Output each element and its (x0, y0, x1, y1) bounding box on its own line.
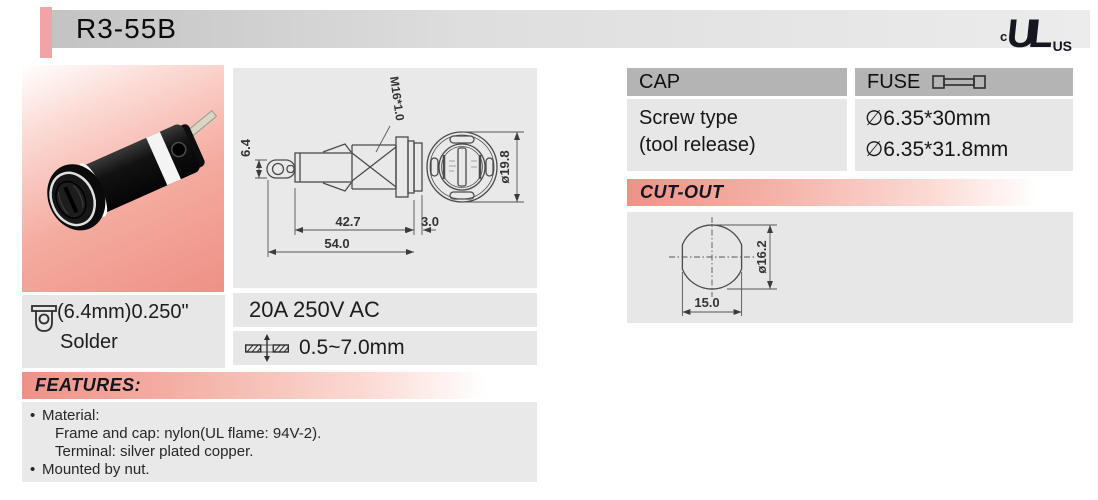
title-bar (52, 10, 1090, 48)
solder-terminal-icon (31, 305, 57, 332)
page-title: R3-55B (76, 13, 177, 44)
front-diameter-dim-label: ø19.8 (497, 150, 512, 183)
body-length-dim-label: 42.7 (335, 214, 360, 229)
features-heading: FEATURES: (35, 375, 142, 395)
terminal-spec-panel: (6.4mm)0.250" Solder (22, 295, 225, 368)
fuse-column-header: FUSE (855, 68, 1073, 96)
fuse-holder-photo (47, 110, 218, 231)
electrical-rating-panel: 20A 250V AC (233, 293, 537, 327)
feature-line: • Mounted by nut. (22, 461, 537, 479)
cutout-dimension-lines (669, 217, 777, 316)
technical-drawing: 6.4 M16*1.0 42.7 3.0 54.0 ø19.8 (238, 75, 524, 257)
front-view (426, 131, 498, 203)
product-photo-panel (22, 65, 224, 292)
feature-line: • Material: (22, 407, 537, 425)
fuse-size-1: ∅6.35*30mm (865, 107, 991, 130)
panel-thickness: 0.5~7.0mm (299, 336, 405, 359)
cutout-hole-outline (681, 224, 743, 290)
features-panel: • Material: Frame and cap: nylon(UL flame… (22, 402, 537, 482)
cutout-heading-bar: CUT-OUT (627, 179, 1073, 206)
panel-thickness-panel: 0.5~7.0mm (233, 331, 537, 365)
side-view (266, 136, 423, 198)
cutout-panel: ø16.2 15.0 (627, 212, 1073, 323)
panel-thickness-icon (245, 334, 289, 362)
fuse-size-cell: ∅6.35*30mm ∅6.35*31.8mm (855, 99, 1073, 171)
feature-line: Frame and cap: nylon(UL flame: 94V-2). (22, 425, 537, 443)
thread-size-label: M16*1.0 (387, 75, 407, 122)
bullet: • (30, 407, 36, 424)
technical-drawing-panel: 6.4 M16*1.0 42.7 3.0 54.0 ø19.8 (233, 68, 537, 288)
terminal-type: Solder (60, 331, 118, 353)
terminal-size: (6.4mm)0.250" (57, 301, 189, 323)
cutout-drawing: ø16.2 15.0 (669, 217, 777, 316)
feature-text: Frame and cap: nylon(UL flame: 94V-2). (55, 425, 322, 442)
ul-certification-mark: c UL US (1000, 6, 1094, 58)
cutout-heading: CUT-OUT (640, 182, 724, 202)
terminal-height-dim-label: 6.4 (238, 138, 253, 157)
cap-type-line2: (tool release) (639, 134, 756, 156)
cap-type-cell: Screw type (tool release) (627, 99, 847, 171)
fuse-header-label: FUSE (867, 71, 921, 93)
cap-column-header: CAP (627, 68, 847, 96)
dimension-lines (255, 125, 524, 257)
ul-mark-suffix: US (1052, 38, 1073, 54)
cutout-diameter-dim-label: ø16.2 (754, 240, 769, 273)
features-heading-bar: FEATURES: (22, 372, 527, 399)
ul-mark-prefix: c (1000, 29, 1008, 44)
product-photo-illustration (47, 110, 218, 231)
bullet: • (30, 461, 36, 478)
feature-text: Terminal: silver plated copper. (55, 443, 254, 460)
cap-protrusion-dim-label: 3.0 (421, 214, 439, 229)
total-length-dim-label: 54.0 (324, 236, 349, 251)
fuse-cartridge-icon (932, 75, 987, 89)
accent-bar (40, 7, 52, 58)
feature-text: Material: (42, 407, 100, 424)
cap-header-label: CAP (639, 71, 681, 93)
fuse-size-2: ∅6.35*31.8mm (865, 138, 1009, 161)
feature-text: Mounted by nut. (42, 461, 150, 478)
cutout-width-dim-label: 15.0 (694, 295, 719, 310)
ul-mark-monogram: UL (1004, 12, 1049, 56)
electrical-rating: 20A 250V AC (249, 297, 380, 322)
cap-type-line1: Screw type (639, 107, 738, 129)
feature-line: Terminal: silver plated copper. (22, 443, 537, 461)
